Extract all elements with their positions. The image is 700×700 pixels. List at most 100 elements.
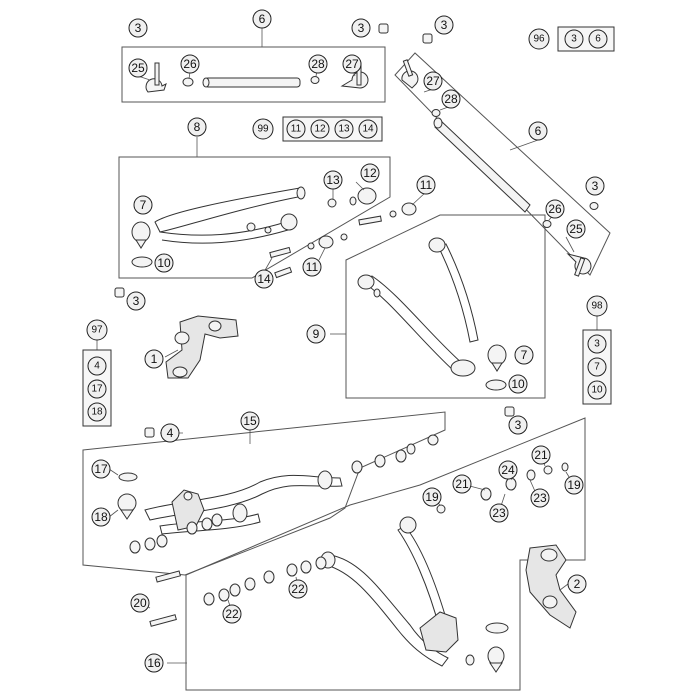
callout-label: 23 [492,506,506,520]
callout-label: 7 [521,348,528,362]
callout-label: 6 [535,124,542,138]
callout-label: 7 [140,198,147,212]
loose-hardware [114,23,515,627]
lower-a-arm-front-parts [117,434,439,554]
callout-26-top: 26 [180,54,200,74]
callout-label: 23 [533,491,547,505]
ref-item: 3 [571,34,577,45]
callout-15: 15 [240,411,260,431]
callout-27-top: 27 [342,54,362,74]
callout-8: 8 [187,117,207,137]
callout-label: 22 [291,582,305,596]
callout-3-top-left: 3 [128,18,148,38]
callout-4: 4 [160,423,180,443]
ref-item: 3 [594,339,600,350]
callout-3-top-right: 3 [434,15,454,35]
callout-19-right: 19 [564,475,584,495]
ref-id: 97 [91,325,103,336]
callout-7-upper-right: 7 [514,345,534,365]
callout-label: 17 [94,462,108,476]
callout-label: 19 [567,478,581,492]
callout-label: 25 [569,222,583,236]
ref-group-99: 99 11 12 13 14 [252,116,383,142]
callout-label: 16 [147,656,161,670]
callout-label: 3 [358,21,365,35]
callout-label: 18 [94,510,108,524]
callout-label: 10 [157,256,171,270]
callout-label: 3 [592,179,599,193]
tie-rod-top-parts [145,62,369,93]
callout-label: 6 [259,12,266,26]
callout-label: 20 [133,596,147,610]
callout-label: 13 [326,173,340,187]
callout-label: 11 [420,178,433,192]
callout-label: 26 [183,57,197,71]
callout-label: 22 [225,607,239,621]
ref-item: 10 [591,385,603,396]
callout-21-left: 21 [452,474,472,494]
callout-18: 18 [91,507,111,527]
callout-label: 3 [135,21,142,35]
upper-a-arm-right-parts [357,237,507,391]
ref-item: 4 [94,361,100,372]
lower-arm-box-front [82,411,446,576]
callout-3-top-mid: 3 [351,18,371,38]
lower-a-arm-rear-parts [203,462,569,673]
callout-label: 12 [363,166,377,180]
callout-label: 3 [133,294,140,308]
callout-20: 20 [130,593,150,613]
callout-22-right: 22 [288,579,308,599]
callout-25-top: 25 [128,58,148,78]
callout-25-right: 25 [566,219,586,239]
callout-27-right: 27 [423,71,443,91]
callout-label: 24 [501,463,515,477]
ref-item: 11 [291,124,302,135]
callout-14: 14 [254,269,274,289]
callout-label: 26 [548,202,562,216]
callout-label: 25 [131,61,145,75]
callout-3-lower: 3 [508,415,528,435]
tie-rod-diagonal-parts [401,59,599,277]
callout-label: 21 [455,477,469,491]
callout-label: 27 [345,57,359,71]
callout-label: 28 [311,57,325,71]
callout-label: 28 [444,92,458,106]
callout-label: 3 [441,18,448,32]
ref-id: 96 [533,34,545,45]
callout-3-right: 3 [585,176,605,196]
callout-22-left: 22 [222,604,242,624]
callout-28-top: 28 [308,54,328,74]
ref-item: 17 [91,384,103,395]
callout-1: 1 [144,349,164,369]
ref-group-97: 97 4 17 18 [82,319,112,427]
callout-12: 12 [360,163,380,183]
knuckle-right-part [525,544,577,629]
callout-2: 2 [567,574,587,594]
callout-label: 4 [167,426,174,440]
upper-a-arm-left-parts [131,186,417,268]
callout-label: 14 [257,272,271,286]
callout-label: 1 [151,352,158,366]
callout-19-left: 19 [422,487,442,507]
ref-group-98: 98 3 7 10 [582,295,612,405]
callout-label: 11 [306,260,319,274]
callout-label: 8 [194,120,201,134]
callout-label: 9 [313,327,320,341]
callout-9: 9 [306,324,326,344]
callout-21-right: 21 [531,445,551,465]
callout-10-upper-right: 10 [508,374,528,394]
lower-arm-box-rear [185,417,586,691]
ref-item: 18 [91,407,103,418]
callout-label: 15 [243,414,257,428]
callout-label: 10 [511,377,525,391]
callout-13: 13 [323,170,343,190]
callout-17: 17 [91,459,111,479]
callout-6-right: 6 [528,121,548,141]
callout-11-upper: 11 [416,175,436,195]
callout-11-lower: 11 [302,257,322,277]
callout-23-left: 23 [489,503,509,523]
callout-7-upper-left: 7 [133,195,153,215]
ref-id: 98 [591,301,603,312]
ref-item: 7 [594,362,600,373]
